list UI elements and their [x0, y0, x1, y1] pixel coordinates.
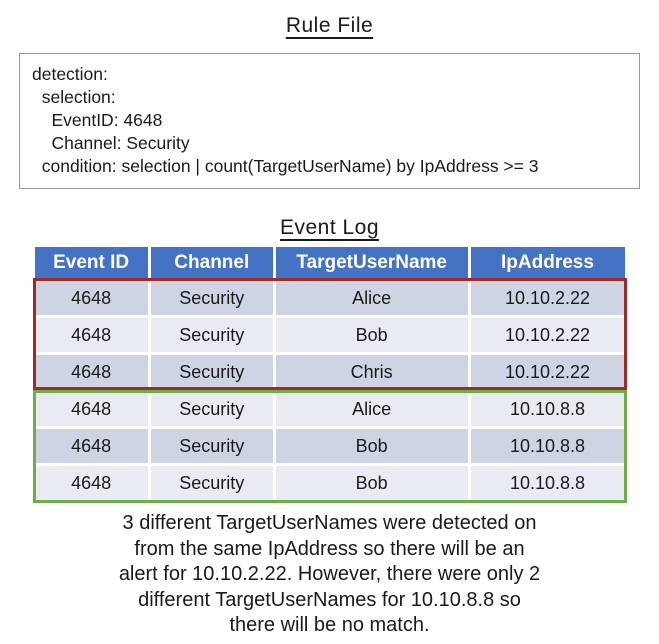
explanation-line: different TargetUserNames for 10.10.8.8 …	[138, 588, 521, 611]
rule-file-box: detection: selection: EventID: 4648 Chan…	[19, 53, 640, 189]
explanation-text: 3 different TargetUserNames were detecte…	[0, 511, 659, 639]
rule-file-title: Rule File	[0, 0, 659, 38]
cell-channel: Security	[150, 281, 273, 315]
table-row: 4648 Security Chris 10.10.2.22	[34, 355, 625, 389]
table-row: 4648 Security Bob 10.10.8.8	[34, 466, 625, 500]
rule-line-detection: detection:	[32, 64, 108, 84]
cell-ipaddress: 10.10.8.8	[470, 429, 625, 463]
table-header-row: Event ID Channel TargetUserName IpAddres…	[34, 247, 625, 278]
table-row: 4648 Security Alice 10.10.8.8	[34, 392, 625, 426]
col-header-channel: Channel	[150, 247, 273, 278]
explanation-line: 3 different TargetUserNames were detecte…	[122, 512, 537, 534]
cell-channel: Security	[150, 429, 273, 463]
rule-line-condition: condition: selection | count(TargetUserN…	[32, 156, 539, 176]
table-row: 4648 Security Bob 10.10.8.8	[34, 429, 625, 463]
cell-event-id: 4648	[34, 318, 148, 352]
cell-targetusername: Bob	[275, 318, 468, 352]
cell-ipaddress: 10.10.8.8	[470, 392, 625, 426]
table-row: 4648 Security Bob 10.10.2.22	[34, 318, 625, 352]
table-row: 4648 Security Alice 10.10.2.22	[34, 281, 625, 315]
explanation-line: there will be no match.	[229, 614, 430, 636]
event-log-table: Event ID Channel TargetUserName IpAddres…	[32, 244, 628, 503]
event-log-title: Event Log	[0, 189, 659, 240]
cell-channel: Security	[150, 318, 273, 352]
cell-event-id: 4648	[34, 429, 148, 463]
explanation-line: from the same IpAddress so there will be…	[134, 537, 525, 560]
cell-targetusername: Alice	[275, 281, 468, 315]
rule-line-eventid: EventID: 4648	[32, 110, 163, 130]
cell-channel: Security	[150, 466, 273, 500]
cell-event-id: 4648	[34, 466, 148, 500]
cell-targetusername: Bob	[275, 466, 468, 500]
cell-ipaddress: 10.10.8.8	[470, 466, 625, 500]
cell-event-id: 4648	[34, 355, 148, 389]
explanation-line: alert for 10.10.2.22. However, there wer…	[118, 563, 541, 585]
col-header-event-id: Event ID	[34, 247, 148, 278]
event-log-table-container: Event ID Channel TargetUserName IpAddres…	[32, 244, 628, 503]
rule-file-title-text: Rule File	[285, 14, 374, 37]
cell-event-id: 4648	[34, 281, 148, 315]
rule-line-channel: Channel: Security	[32, 133, 190, 153]
cell-ipaddress: 10.10.2.22	[470, 318, 625, 352]
cell-ipaddress: 10.10.2.22	[470, 281, 625, 315]
cell-targetusername: Chris	[275, 355, 468, 389]
cell-channel: Security	[150, 355, 273, 389]
cell-ipaddress: 10.10.2.22	[470, 355, 625, 389]
cell-targetusername: Alice	[275, 392, 468, 426]
event-log-title-text: Event Log	[279, 216, 380, 239]
cell-targetusername: Bob	[275, 429, 468, 463]
rule-line-selection: selection:	[32, 87, 116, 107]
col-header-targetusername: TargetUserName	[275, 247, 468, 278]
cell-event-id: 4648	[34, 392, 148, 426]
col-header-ipaddress: IpAddress	[470, 247, 625, 278]
cell-channel: Security	[150, 392, 273, 426]
